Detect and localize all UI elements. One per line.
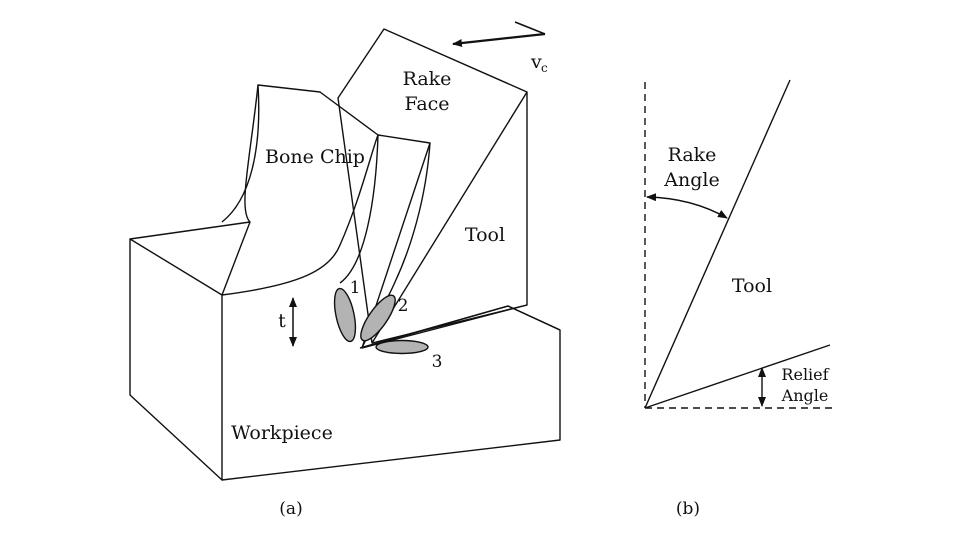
relief-angle-label-line1: Relief [781, 365, 829, 384]
workpiece-top-face [129, 221, 251, 296]
shear-zone-2-label: 2 [398, 296, 409, 316]
tool-body [337, 28, 528, 344]
rake-angle-arc [646, 193, 728, 219]
velocity-subscript: c [541, 61, 548, 75]
shear-zone-1-label: 1 [350, 278, 361, 298]
bone-chip-label: Bone Chip [265, 146, 365, 168]
panel-a [129, 21, 561, 481]
cutting-velocity-arrow [452, 32, 546, 48]
rake-angle-label-line2: Angle [663, 169, 719, 191]
tool-flank-face-line [644, 344, 831, 409]
rake-face-label-line1: Rake [403, 68, 452, 90]
panel-a-caption: (a) [279, 499, 302, 519]
tool-rake-face-edge [371, 91, 528, 344]
shear-zone-2 [360, 294, 396, 342]
shear-zone-1 [333, 287, 357, 343]
workpiece-label: Workpiece [231, 422, 333, 444]
tool-label-b: Tool [732, 275, 772, 297]
depth-label: t [278, 310, 286, 332]
tool-rake-face-line [644, 79, 791, 409]
rake-angle-label-line1: Rake [668, 144, 717, 166]
workpiece-left-face [129, 239, 223, 481]
rake-face-label-line2: Face [404, 93, 449, 115]
shear-zone-3-label: 3 [432, 352, 443, 372]
bone-chip-inner-curve [339, 134, 379, 284]
cutting-velocity-arrow-tail [514, 21, 546, 35]
panel-b-caption: (b) [676, 499, 700, 519]
workpiece-front-face [221, 295, 561, 481]
tool-flank-face [361, 305, 509, 349]
tool-label-a: Tool [465, 224, 505, 246]
velocity-label: v [530, 51, 542, 73]
panel-b [644, 79, 832, 409]
shear-zone-3 [375, 339, 429, 355]
relief-angle-label-line2: Angle [781, 386, 829, 405]
bone-chip-back-edge [221, 84, 260, 223]
